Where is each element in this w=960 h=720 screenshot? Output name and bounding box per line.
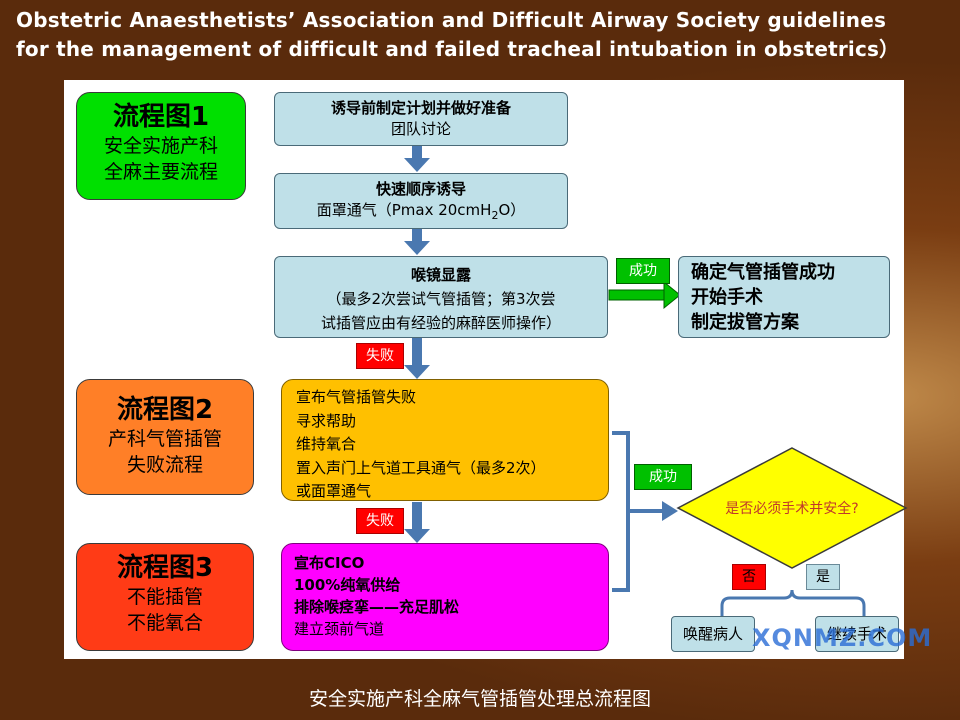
- decision-brace: [720, 589, 866, 616]
- failed-line-1: 宣布气管插管失败: [296, 388, 417, 406]
- title-line-1: Obstetric Anaesthetists’ Association and…: [16, 8, 887, 32]
- flowchart-3-label: 流程图3 不能插管 不能氧合: [76, 543, 254, 651]
- down-arrow-1: [404, 146, 430, 172]
- slide-caption: 安全实施产科全麻气管插管处理总流程图: [308, 688, 651, 710]
- right-arrow-success: [608, 280, 681, 310]
- success-box-line2: 开始手术: [691, 287, 763, 308]
- wake-patient-box: 唤醒病人: [671, 616, 755, 652]
- step-laryngoscopy-line2: （最多2次尝试气管插管；第3次尝: [326, 290, 556, 308]
- decision-diamond: [676, 447, 908, 569]
- step-laryngoscopy-line3: 试插管应由有经验的麻醉医师操作）: [320, 314, 561, 332]
- flowchart-2-line2: 失败流程: [126, 454, 203, 476]
- flowchart-2-label: 流程图2 产科气管插管 失败流程: [76, 379, 254, 495]
- tag-no: 否: [732, 564, 766, 590]
- continue-surgery-box: 继续手术: [815, 616, 899, 652]
- success-box-line3: 制定拔管方案: [691, 312, 799, 333]
- flowchart-1-title: 流程图1: [112, 102, 210, 132]
- down-arrow-4: [404, 502, 430, 543]
- step-rsi-line2-pre: 面罩通气（Pmax 20cmH: [316, 201, 492, 219]
- title-line-2: for the management of difficult and fail…: [16, 37, 900, 61]
- flowchart-3-title: 流程图3: [116, 553, 214, 583]
- down-arrow-2: [404, 229, 430, 255]
- step-laryngoscopy-line1: 喉镜显露: [410, 266, 471, 284]
- failed-line-3: 维持氧合: [296, 435, 357, 453]
- step-plan: 诱导前制定计划并做好准备 团队讨论: [274, 92, 568, 146]
- step-laryngoscopy: 喉镜显露 （最多2次尝试气管插管；第3次尝 试插管应由有经验的麻醉医师操作）: [274, 256, 608, 338]
- tag-success-2: 成功: [634, 464, 692, 490]
- flowchart-2-line1: 产科气管插管: [107, 428, 222, 450]
- watermark: XQNMZ.COM: [752, 624, 933, 652]
- cico-line-3: 排除喉痉挛——充足肌松: [294, 598, 460, 616]
- failed-line-4: 置入声门上气道工具通气（最多2次）: [296, 458, 546, 477]
- flowchart-1-line2: 全麻主要流程: [103, 161, 218, 183]
- cico-line-4: 建立颈前气道: [294, 620, 385, 638]
- flowchart-1-line1: 安全实施产科: [103, 135, 218, 157]
- tag-success-1: 成功: [616, 258, 670, 284]
- tag-fail-1: 失败: [356, 343, 404, 369]
- cico-line-2: 100%纯氧供给: [294, 576, 401, 594]
- decision-text: 是否必须手术并安全?: [725, 501, 859, 517]
- cico-box: 宣布CICO 100%纯氧供给 排除喉痉挛——充足肌松 建立颈前气道: [281, 543, 609, 651]
- down-arrow-3: [404, 338, 430, 379]
- step-rsi-line2-post: O）: [498, 201, 526, 219]
- failed-line-5: 或面罩通气: [296, 482, 372, 500]
- failed-line-2: 寻求帮助: [296, 411, 357, 430]
- step-plan-line2: 团队讨论: [390, 120, 451, 138]
- flowchart-3-line1: 不能插管: [126, 586, 203, 608]
- step-rsi-subscript: 2: [491, 209, 499, 222]
- success-box-line1: 确定气管插管成功: [691, 262, 835, 283]
- step-rsi-line1: 快速顺序诱导: [375, 180, 466, 198]
- slide-title: Obstetric Anaesthetists’ Association and…: [16, 6, 946, 64]
- tag-fail-2: 失败: [356, 508, 404, 534]
- flowchart-2-title: 流程图2: [116, 395, 214, 425]
- failed-intubation-box: 宣布气管插管失败 寻求帮助 维持氧合 置入声门上气道工具通气（最多2次） 或面罩…: [281, 379, 609, 501]
- flowchart-3-line2: 不能氧合: [126, 612, 203, 634]
- flowchart-1-label: 流程图1 安全实施产科 全麻主要流程: [76, 92, 246, 200]
- step-rsi-line2: 面罩通气（Pmax 20cmH2O）: [275, 200, 567, 226]
- step-rsi: 快速顺序诱导 面罩通气（Pmax 20cmH2O）: [274, 173, 568, 229]
- tag-yes: 是: [806, 564, 840, 590]
- success-box: 确定气管插管成功 开始手术 制定拔管方案: [678, 256, 890, 338]
- step-plan-line1: 诱导前制定计划并做好准备: [330, 99, 511, 117]
- bracket-to-decision: [612, 431, 678, 592]
- cico-line-1: 宣布CICO: [294, 554, 365, 572]
